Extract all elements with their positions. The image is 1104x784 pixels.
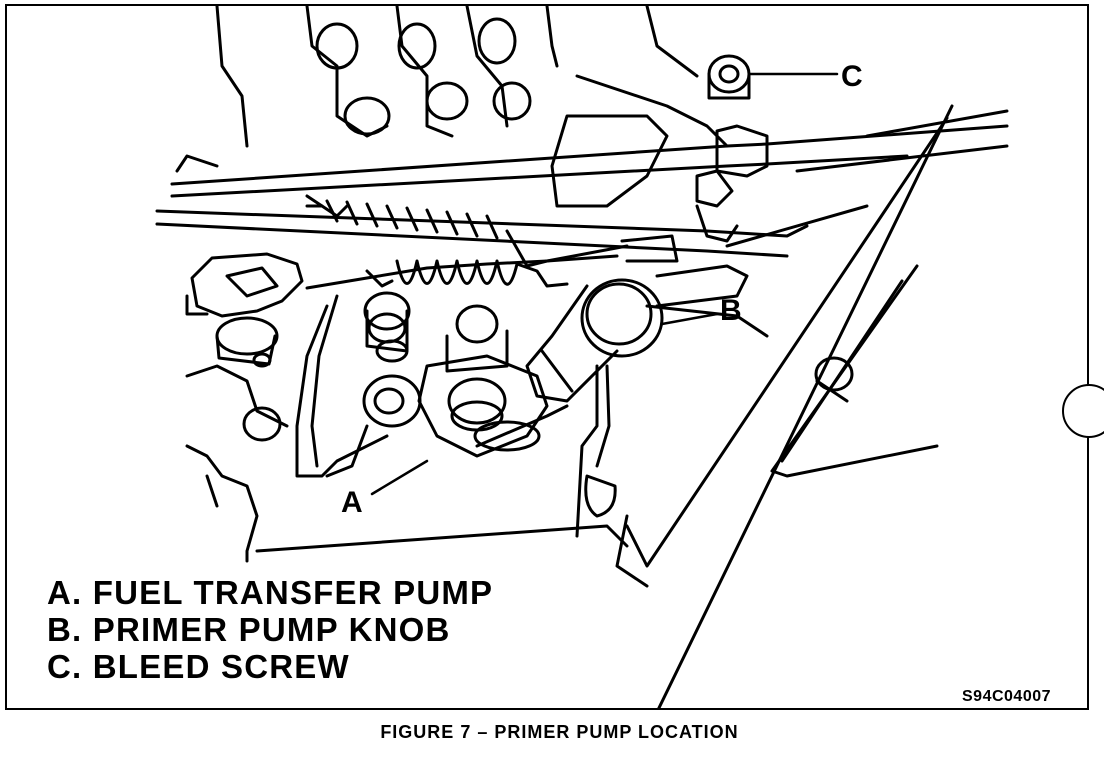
- callout-c: C: [841, 60, 863, 93]
- leader-b: [660, 312, 719, 326]
- lower-lines: [295, 264, 769, 538]
- injector-nozzles: [215, 6, 699, 148]
- page-tab-hole: [1062, 384, 1104, 438]
- figure-frame: C B A A. FUEL TRANSFER PUMP B. PRIMER PU…: [5, 4, 1089, 710]
- figure-code: S94C04007: [962, 688, 1052, 705]
- fuel-lines: [155, 124, 1009, 268]
- callout-a: A: [341, 486, 363, 519]
- line-clip: [695, 124, 769, 243]
- leader-a: [370, 459, 429, 496]
- bracket: [550, 74, 729, 208]
- legend-item-b: B. PRIMER PUMP KNOB: [47, 611, 451, 648]
- callout-b: B: [720, 294, 742, 327]
- throttle-cable: [305, 254, 619, 290]
- engine-illustration: [155, 6, 1009, 708]
- primer-pump-knob: [525, 278, 664, 403]
- bleed-screw: [707, 54, 751, 100]
- figure-caption: FIGURE 7 – PRIMER PUMP LOCATION: [380, 722, 739, 742]
- legend: A. FUEL TRANSFER PUMP B. PRIMER PUMP KNO…: [47, 574, 493, 685]
- legend-item-a: A. FUEL TRANSFER PUMP: [47, 574, 494, 611]
- fuel-transfer-pump: [325, 291, 569, 478]
- side-panel: [615, 104, 1009, 708]
- engine-block: [185, 364, 629, 563]
- legend-item-c: C. BLEED SCREW: [47, 648, 350, 685]
- throttle-lever: [185, 252, 304, 368]
